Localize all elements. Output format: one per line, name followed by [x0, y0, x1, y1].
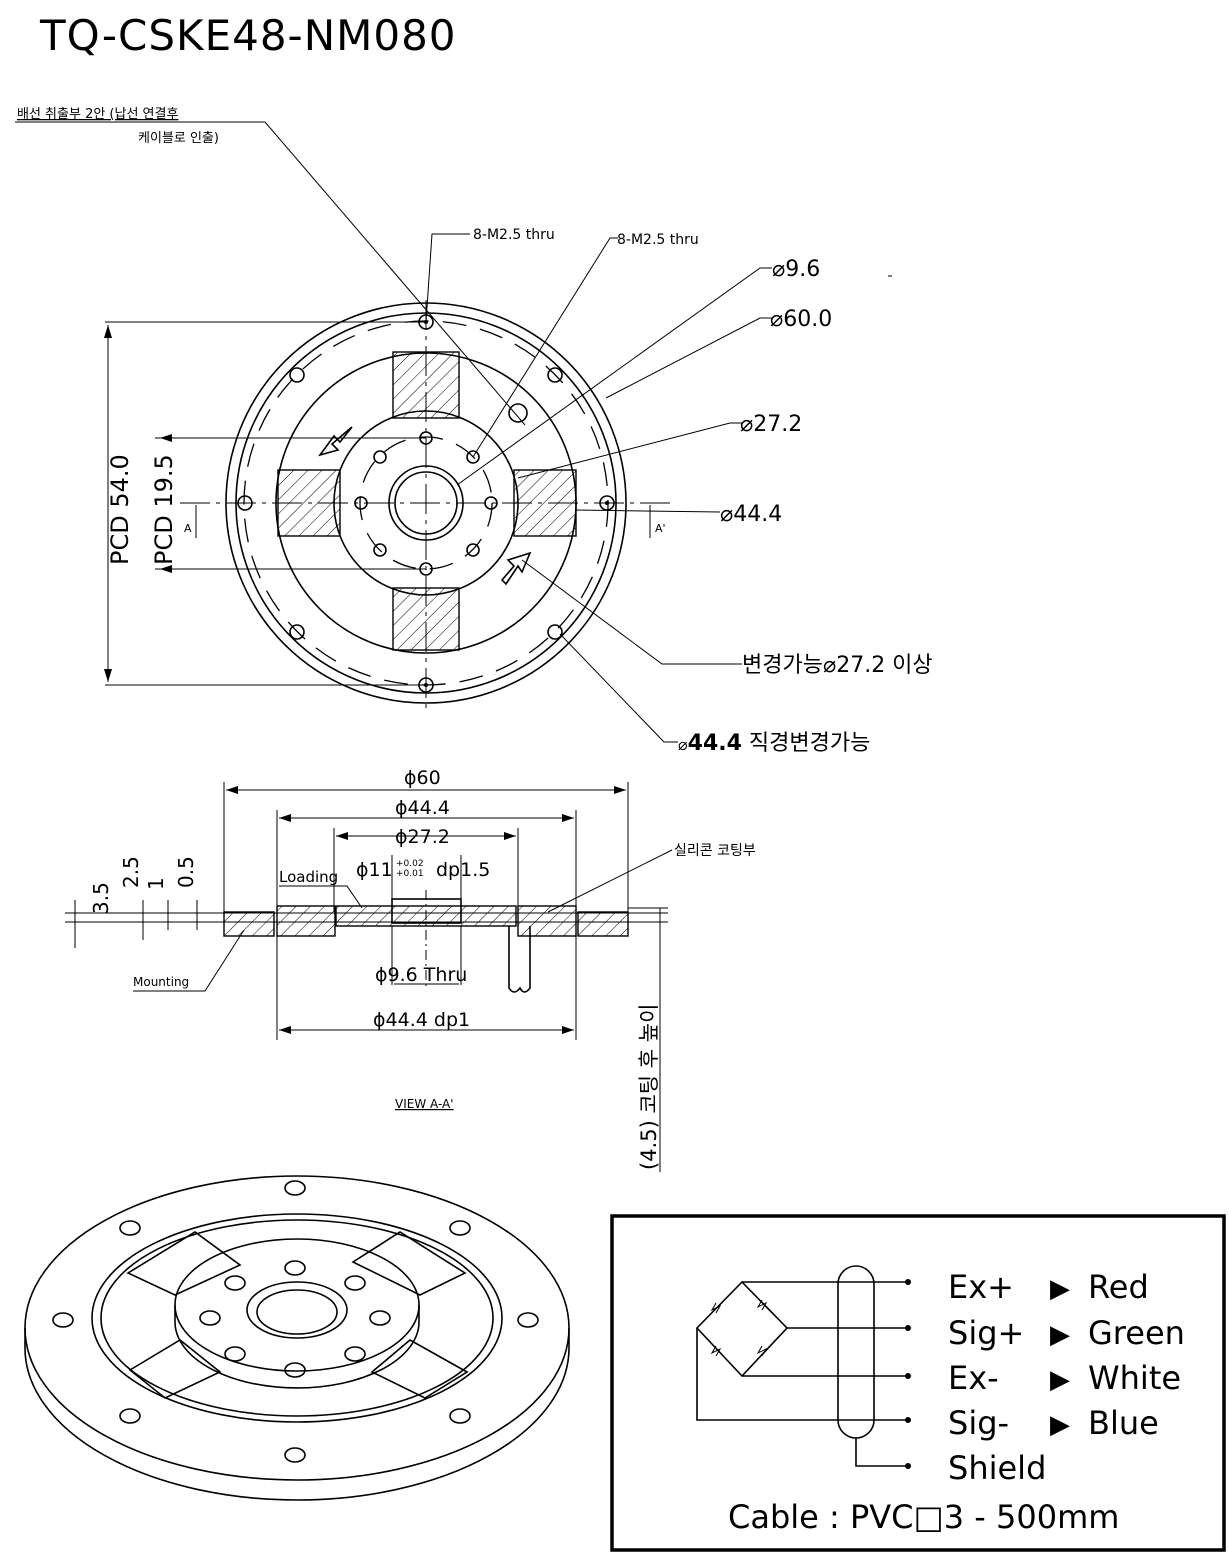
label-loading: Loading: [279, 868, 338, 886]
wire-label-sig-plus: Sig+: [948, 1314, 1024, 1352]
wire-color-blue: Blue: [1088, 1404, 1159, 1442]
wheatstone-bridge: [695, 1280, 789, 1378]
label-mounting: Mounting: [133, 975, 189, 989]
wire-color-white: White: [1088, 1359, 1181, 1397]
cable-exit-hole: [508, 403, 528, 423]
dim-d272: ϕ27.2: [395, 826, 450, 848]
dim-05: 0.5: [174, 856, 198, 888]
dim-d11: ϕ11: [356, 859, 393, 881]
outer-rim-circle: [225, 302, 627, 704]
note-wire-exit-line1: 배선 취출부 2안 (납선 연결후: [17, 107, 178, 122]
pcd195-dashed-circle: [359, 436, 493, 570]
callout-d600: ⌀60.0: [770, 307, 832, 332]
spoke-left: [277, 469, 341, 537]
wire-color-green: Green: [1088, 1314, 1185, 1352]
iso-inner-holes: [199, 1260, 391, 1378]
wire-arrow-icon: ▶: [1050, 1274, 1070, 1304]
section-body-right-spoke: [517, 905, 577, 937]
section-cable-exit: [508, 926, 531, 993]
callout-8-m25-outer: 8-M2.5 thru: [473, 227, 555, 243]
bore-outer-circle: [388, 465, 464, 541]
dim-d96-thru: ϕ9.6 Thru: [375, 964, 467, 986]
section-mark-a: A: [184, 522, 192, 535]
drawing-title: TQ-CSKE48-NM080: [39, 11, 457, 60]
iso-outer-holes: [52, 1180, 539, 1463]
wire-color-red: Red: [1088, 1268, 1149, 1306]
cable-sheath: [837, 1265, 875, 1439]
wire-label-ex-minus: Ex-: [948, 1359, 999, 1397]
dim-d444-top: ϕ44.4: [395, 797, 450, 819]
wire-label-sig-minus: Sig-: [948, 1404, 1009, 1442]
dim-d11-tol-lower: +0.01: [396, 869, 424, 879]
outer-rim-inner-circle: [235, 312, 617, 694]
wiring-box-frame: [610, 1214, 1226, 1552]
wiring-diagram: Ex+ Sig+ Ex- Sig- Shield ▶ ▶ ▶ ▶ Red Gre…: [610, 1214, 1226, 1552]
wire-arrow-icon: ▶: [1050, 1320, 1070, 1350]
load-arrow-upper-left: [317, 426, 353, 457]
bore-inner-circle: [394, 471, 458, 535]
section-body-right-flange: [577, 911, 629, 937]
d444-circle: [275, 352, 577, 654]
dim-d11-depth: dp1.5: [436, 859, 490, 881]
spoke-right: [513, 469, 577, 537]
dim-25: 2.5: [119, 856, 143, 888]
wire-label-shield: Shield: [948, 1449, 1046, 1487]
dim-1: 1: [144, 877, 168, 890]
wire-label-ex-plus: Ex+: [948, 1268, 1014, 1306]
callout-d444: ⌀44.4: [720, 502, 782, 527]
label-silicone-coating: 실리콘 코팅부: [674, 843, 756, 859]
spoke-top: [392, 351, 460, 419]
dim-35: 3.5: [89, 882, 113, 914]
load-arrow-lower-right: [500, 551, 532, 586]
callout-8-m25-inner: 8-M2.5 thru: [617, 232, 699, 248]
section-mark-a-prime: A': [655, 522, 666, 535]
section-body-left-flange: [223, 911, 275, 937]
callout-d272: ⌀27.2: [740, 412, 802, 437]
top-view: PCD 54.0 PCD 19.5 A A' 배선 취출부 2안 (납선 연결후…: [15, 107, 933, 756]
dim-height-after-coating: (4.5) 코팅 후 높이: [637, 1004, 661, 1170]
hub-circle: [333, 410, 519, 596]
dim-pcd195: PCD 19.5: [150, 454, 178, 565]
section-view: ϕ60 ϕ44.4 ϕ27.2 ϕ11 +0.02 +0.01 dp1.5 Lo…: [65, 767, 756, 1172]
dim-d60: ϕ60: [404, 767, 441, 789]
dim-d444-dp1: ϕ44.4 dp1: [373, 1009, 470, 1031]
callout-changeable-272: 변경가능⌀27.2 이상: [742, 653, 933, 678]
wire-arrow-icon: ▶: [1050, 1410, 1070, 1440]
view-label: VIEW A-A': [395, 1097, 454, 1111]
wire-arrow-icon: ▶: [1050, 1365, 1070, 1395]
spoke-bottom: [392, 587, 460, 651]
isometric-view: [24, 1175, 570, 1501]
dim-d11-tol-upper: +0.02: [396, 859, 424, 869]
callout-changeable-444: ⌀44.4 직경변경가능: [678, 731, 870, 756]
dim-pcd54: PCD 54.0: [106, 454, 134, 565]
note-wire-exit-line2: 케이블로 인출): [138, 131, 219, 146]
callout-d96: ⌀9.6: [772, 257, 820, 282]
section-body-left-spoke: [276, 905, 336, 937]
cable-spec: Cable : PVC□3 - 500mm: [728, 1498, 1119, 1536]
inner-bolt-holes: [354, 431, 498, 576]
